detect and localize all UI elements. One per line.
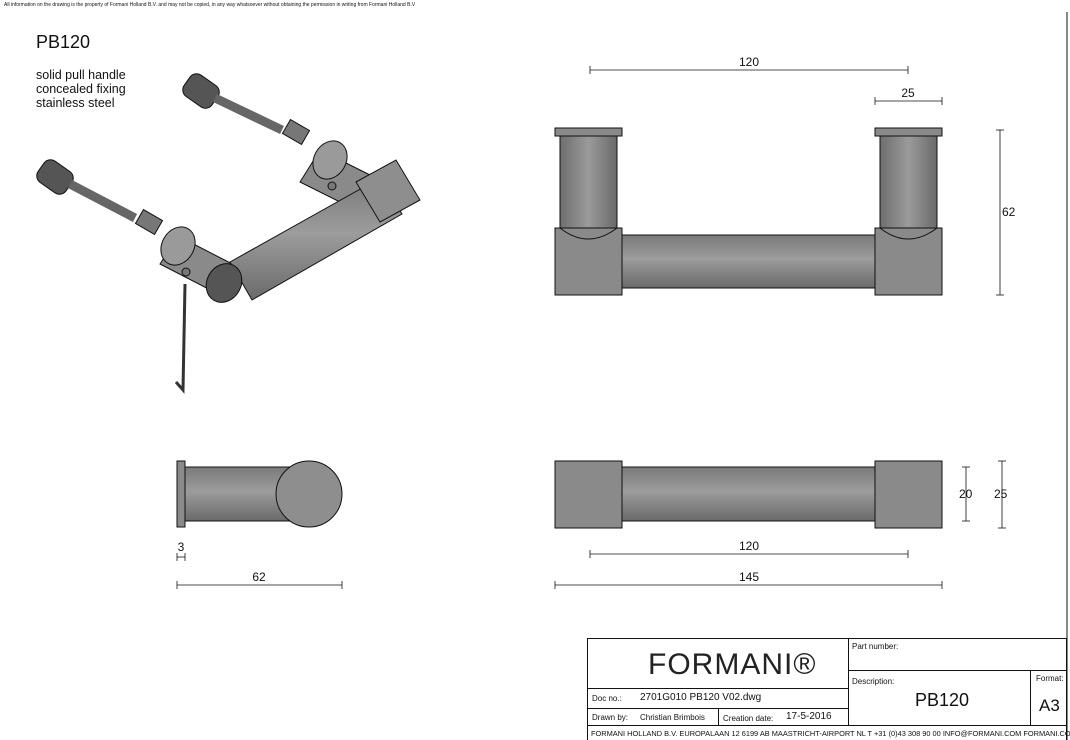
dim-bottom-inner: 20 <box>959 487 973 501</box>
description-label: Description: <box>852 677 895 686</box>
spec-line: stainless steel <box>36 96 115 110</box>
bottom-view <box>554 460 943 529</box>
description-value: PB120 <box>915 690 970 710</box>
creation-date-value: 17-5-2016 <box>786 711 832 722</box>
spec-line: solid pull handle <box>36 68 126 82</box>
screw-left <box>36 159 164 236</box>
product-title: PB120 <box>36 32 91 52</box>
bar-end-face <box>205 263 243 303</box>
doc-no-value: 2701G010 PB120 V02.dwg <box>640 692 762 703</box>
dim-front-post: 25 <box>901 86 915 100</box>
dim-bottom-centers: 120 <box>738 539 760 553</box>
creation-date-label: Creation date: <box>723 714 774 723</box>
screw-top <box>182 73 311 146</box>
hex-key <box>174 283 187 394</box>
dimension-lines <box>176 66 1006 589</box>
title-block-grid <box>587 638 1067 740</box>
spec-line: concealed fixing <box>36 82 126 96</box>
drawn-by-value: Christian Brimbois <box>640 713 705 722</box>
dim-bottom-outer: 25 <box>994 487 1008 501</box>
format-value: A3 <box>1039 696 1060 715</box>
drawn-by-label: Drawn by: <box>592 713 629 722</box>
dim-side-depth: 62 <box>252 570 266 584</box>
doc-no-label: Doc no.: <box>592 694 622 703</box>
isometric-view <box>36 73 421 394</box>
formani-logo: FORMANI® <box>648 648 817 681</box>
dim-side-flange: 3 <box>177 540 185 554</box>
format-label: Format: <box>1036 674 1064 683</box>
dim-front-width: 120 <box>738 55 760 69</box>
company-footer: FORMANI HOLLAND B.V. EUROPALAAN 12 6199 … <box>591 729 1070 738</box>
part-number-label: Part number: <box>852 642 899 651</box>
front-view <box>554 127 943 296</box>
dim-bottom-total: 145 <box>738 570 760 584</box>
iso-bar <box>229 177 403 301</box>
dim-front-height: 62 <box>1002 205 1016 219</box>
disclaimer: All information on the drawing is the pr… <box>4 2 416 8</box>
side-view <box>176 460 343 528</box>
